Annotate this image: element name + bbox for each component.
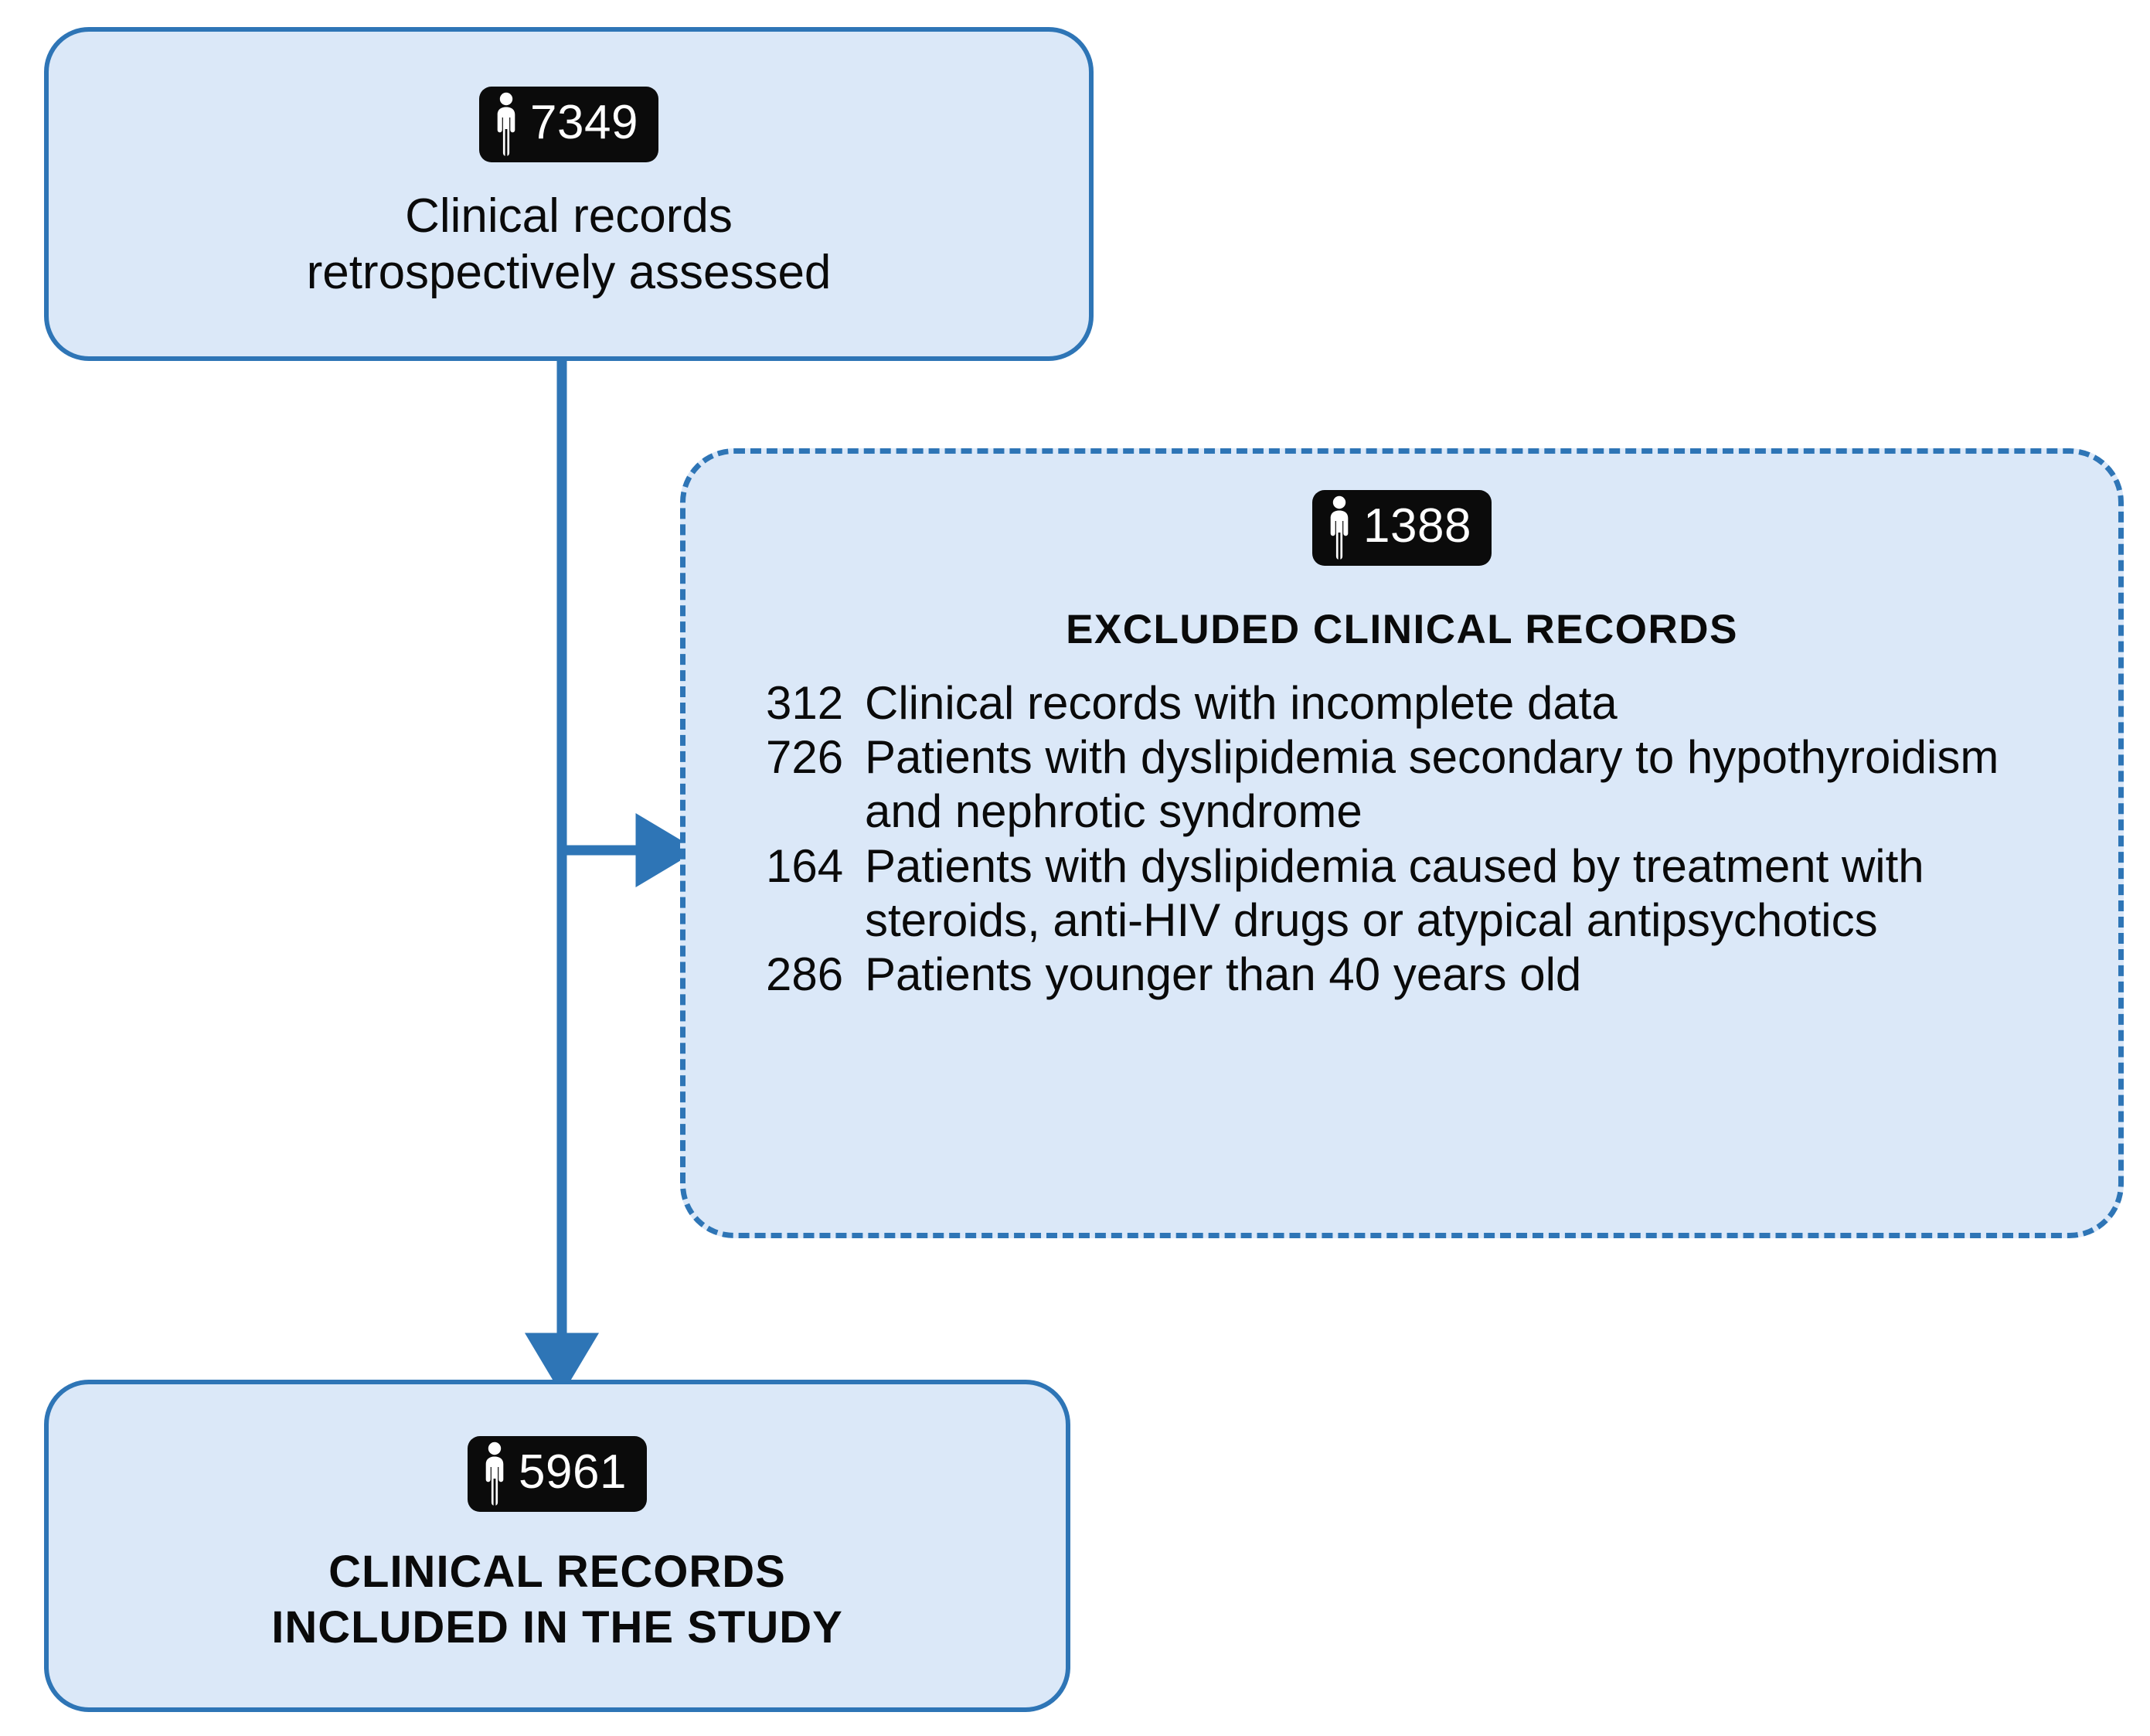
assessed-text-line-1: Clinical records	[405, 189, 733, 243]
exclusion-count: 726	[766, 731, 844, 784]
excluded-reasons-list: 312 Clinical records with incomplete dat…	[685, 676, 2118, 1002]
exclusion-label: Clinical records with incomplete data	[865, 677, 1618, 729]
excluded-heading: EXCLUDED CLINICAL RECORDS	[1066, 607, 1738, 652]
person-icon	[497, 93, 515, 157]
list-item: 726 Patients with dyslipidemia secondary…	[766, 730, 2087, 839]
included-text-line-2: INCLUDED IN THE STUDY	[271, 1602, 843, 1653]
assessed-box-text: Clinical records retrospectively assesse…	[307, 189, 832, 301]
excluded-count-value: 1388	[1363, 499, 1471, 553]
included-count-badge: 5961	[468, 1436, 647, 1513]
exclusion-label: Patients with dyslipidemia caused by tre…	[865, 839, 1924, 946]
included-text-line-1: CLINICAL RECORDS	[328, 1547, 786, 1598]
assessed-badge-row: 7349	[479, 87, 658, 163]
exclusion-label: Patients with dyslipidemia secondary to …	[865, 731, 1999, 838]
list-item: 312 Clinical records with incomplete dat…	[766, 676, 2087, 730]
exclusion-count: 164	[766, 839, 844, 892]
assessed-text-line-2: retrospectively assessed	[306, 246, 832, 299]
list-item: 164 Patients with dyslipidemia caused by…	[766, 839, 2087, 948]
exclusion-count: 286	[766, 948, 844, 1000]
excluded-badge-row: 1388	[685, 490, 2118, 566]
excluded-count-badge: 1388	[1312, 490, 1492, 566]
assessed-records-box: 7349 Clinical records retrospectively as…	[44, 27, 1094, 361]
exclusion-label: Patients younger than 40 years old	[865, 948, 1582, 1000]
assessed-count-value: 7349	[530, 96, 638, 150]
person-icon	[1330, 495, 1349, 560]
list-item: 286 Patients younger than 40 years old	[766, 948, 2087, 1002]
included-badge-row: 5961	[468, 1436, 647, 1513]
included-box-text: CLINICAL RECORDS INCLUDED IN THE STUDY	[271, 1544, 843, 1656]
included-records-box: 5961 CLINICAL RECORDS INCLUDED IN THE ST…	[44, 1380, 1070, 1712]
excluded-records-box: 1388 EXCLUDED CLINICAL RECORDS 312 Clini…	[680, 448, 2124, 1238]
exclusion-count: 312	[766, 677, 844, 729]
person-icon	[485, 1442, 504, 1506]
assessed-count-badge: 7349	[479, 87, 658, 163]
included-count-value: 5961	[519, 1445, 627, 1499]
